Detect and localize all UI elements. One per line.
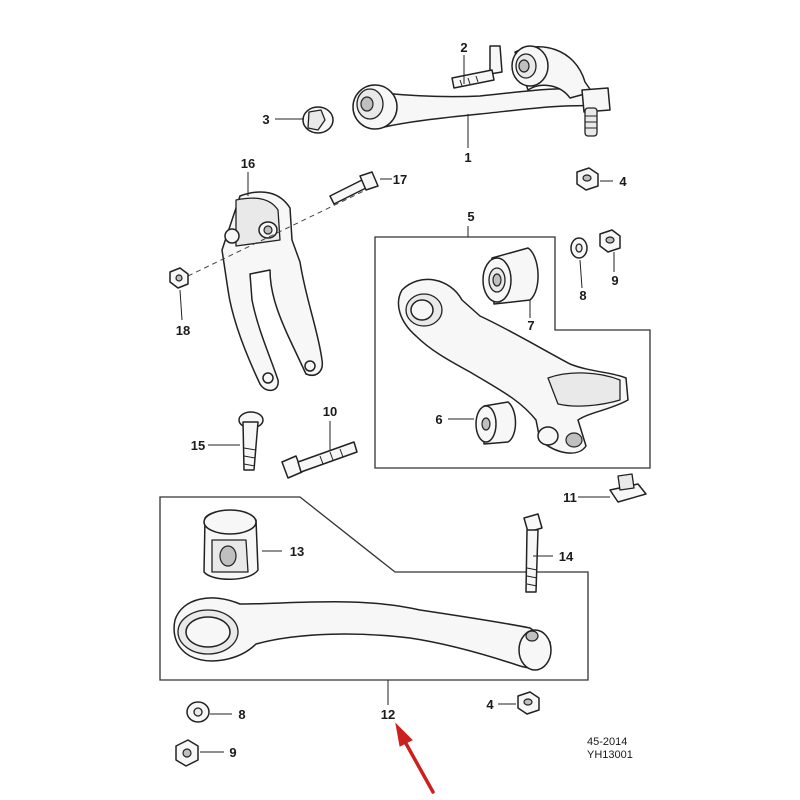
label-part-9-lower: 9 xyxy=(229,745,236,760)
bolt-14 xyxy=(523,513,543,593)
label-part-3: 3 xyxy=(262,112,269,127)
label-part-16: 16 xyxy=(241,156,255,171)
assembly-12-frame xyxy=(159,496,589,681)
reference-line-1: 45-2014 xyxy=(587,736,627,748)
label-part-2: 2 xyxy=(460,40,467,55)
washer-nut-3 xyxy=(302,106,334,134)
upper-control-arm xyxy=(352,45,611,137)
label-part-4-upper: 4 xyxy=(619,174,627,189)
bolt-15 xyxy=(238,411,264,471)
label-part-8-lower: 8 xyxy=(238,707,245,722)
bolt-10 xyxy=(281,441,358,479)
label-part-10: 10 xyxy=(323,404,337,419)
label-part-9-upper: 9 xyxy=(611,273,618,288)
label-part-11: 11 xyxy=(563,490,577,505)
label-part-18: 18 xyxy=(176,323,190,338)
label-part-17: 17 xyxy=(393,172,407,187)
washer-8-lower xyxy=(186,701,210,723)
label-part-5: 5 xyxy=(467,209,474,224)
assembly-5-frame xyxy=(374,236,651,469)
label-part-8-upper: 8 xyxy=(579,288,586,303)
label-part-1: 1 xyxy=(464,150,471,165)
figure-reference: 45-2014 YH13001 xyxy=(587,736,633,761)
nut-9-upper xyxy=(599,229,621,253)
nut-18 xyxy=(169,267,189,289)
label-part-4-lower: 4 xyxy=(486,697,494,712)
label-part-12: 12 xyxy=(381,707,395,722)
nut-9-lower xyxy=(175,739,199,767)
washer-8-upper xyxy=(570,237,588,259)
bushing-13 xyxy=(203,509,259,580)
label-part-6: 6 xyxy=(435,412,442,427)
red-arrow-pointer xyxy=(395,722,435,794)
label-part-14: 14 xyxy=(559,549,574,564)
nut-plate-11 xyxy=(609,473,647,503)
nut-4-upper xyxy=(576,167,599,191)
label-part-13: 13 xyxy=(290,544,304,559)
label-part-7: 7 xyxy=(527,318,534,333)
bracket-16 xyxy=(187,187,371,392)
leader-lines xyxy=(179,55,615,753)
bushing-6 xyxy=(475,401,517,445)
callout-labels: 2 3 1 4 16 17 18 5 7 6 8 9 15 10 11 13 1… xyxy=(176,40,628,760)
nut-4-lower xyxy=(517,691,540,715)
reference-line-2: YH13001 xyxy=(587,749,633,761)
bushing-7 xyxy=(482,247,539,305)
label-part-15: 15 xyxy=(191,438,205,453)
bolt-17 xyxy=(329,171,379,205)
bolt-2 xyxy=(451,45,503,89)
